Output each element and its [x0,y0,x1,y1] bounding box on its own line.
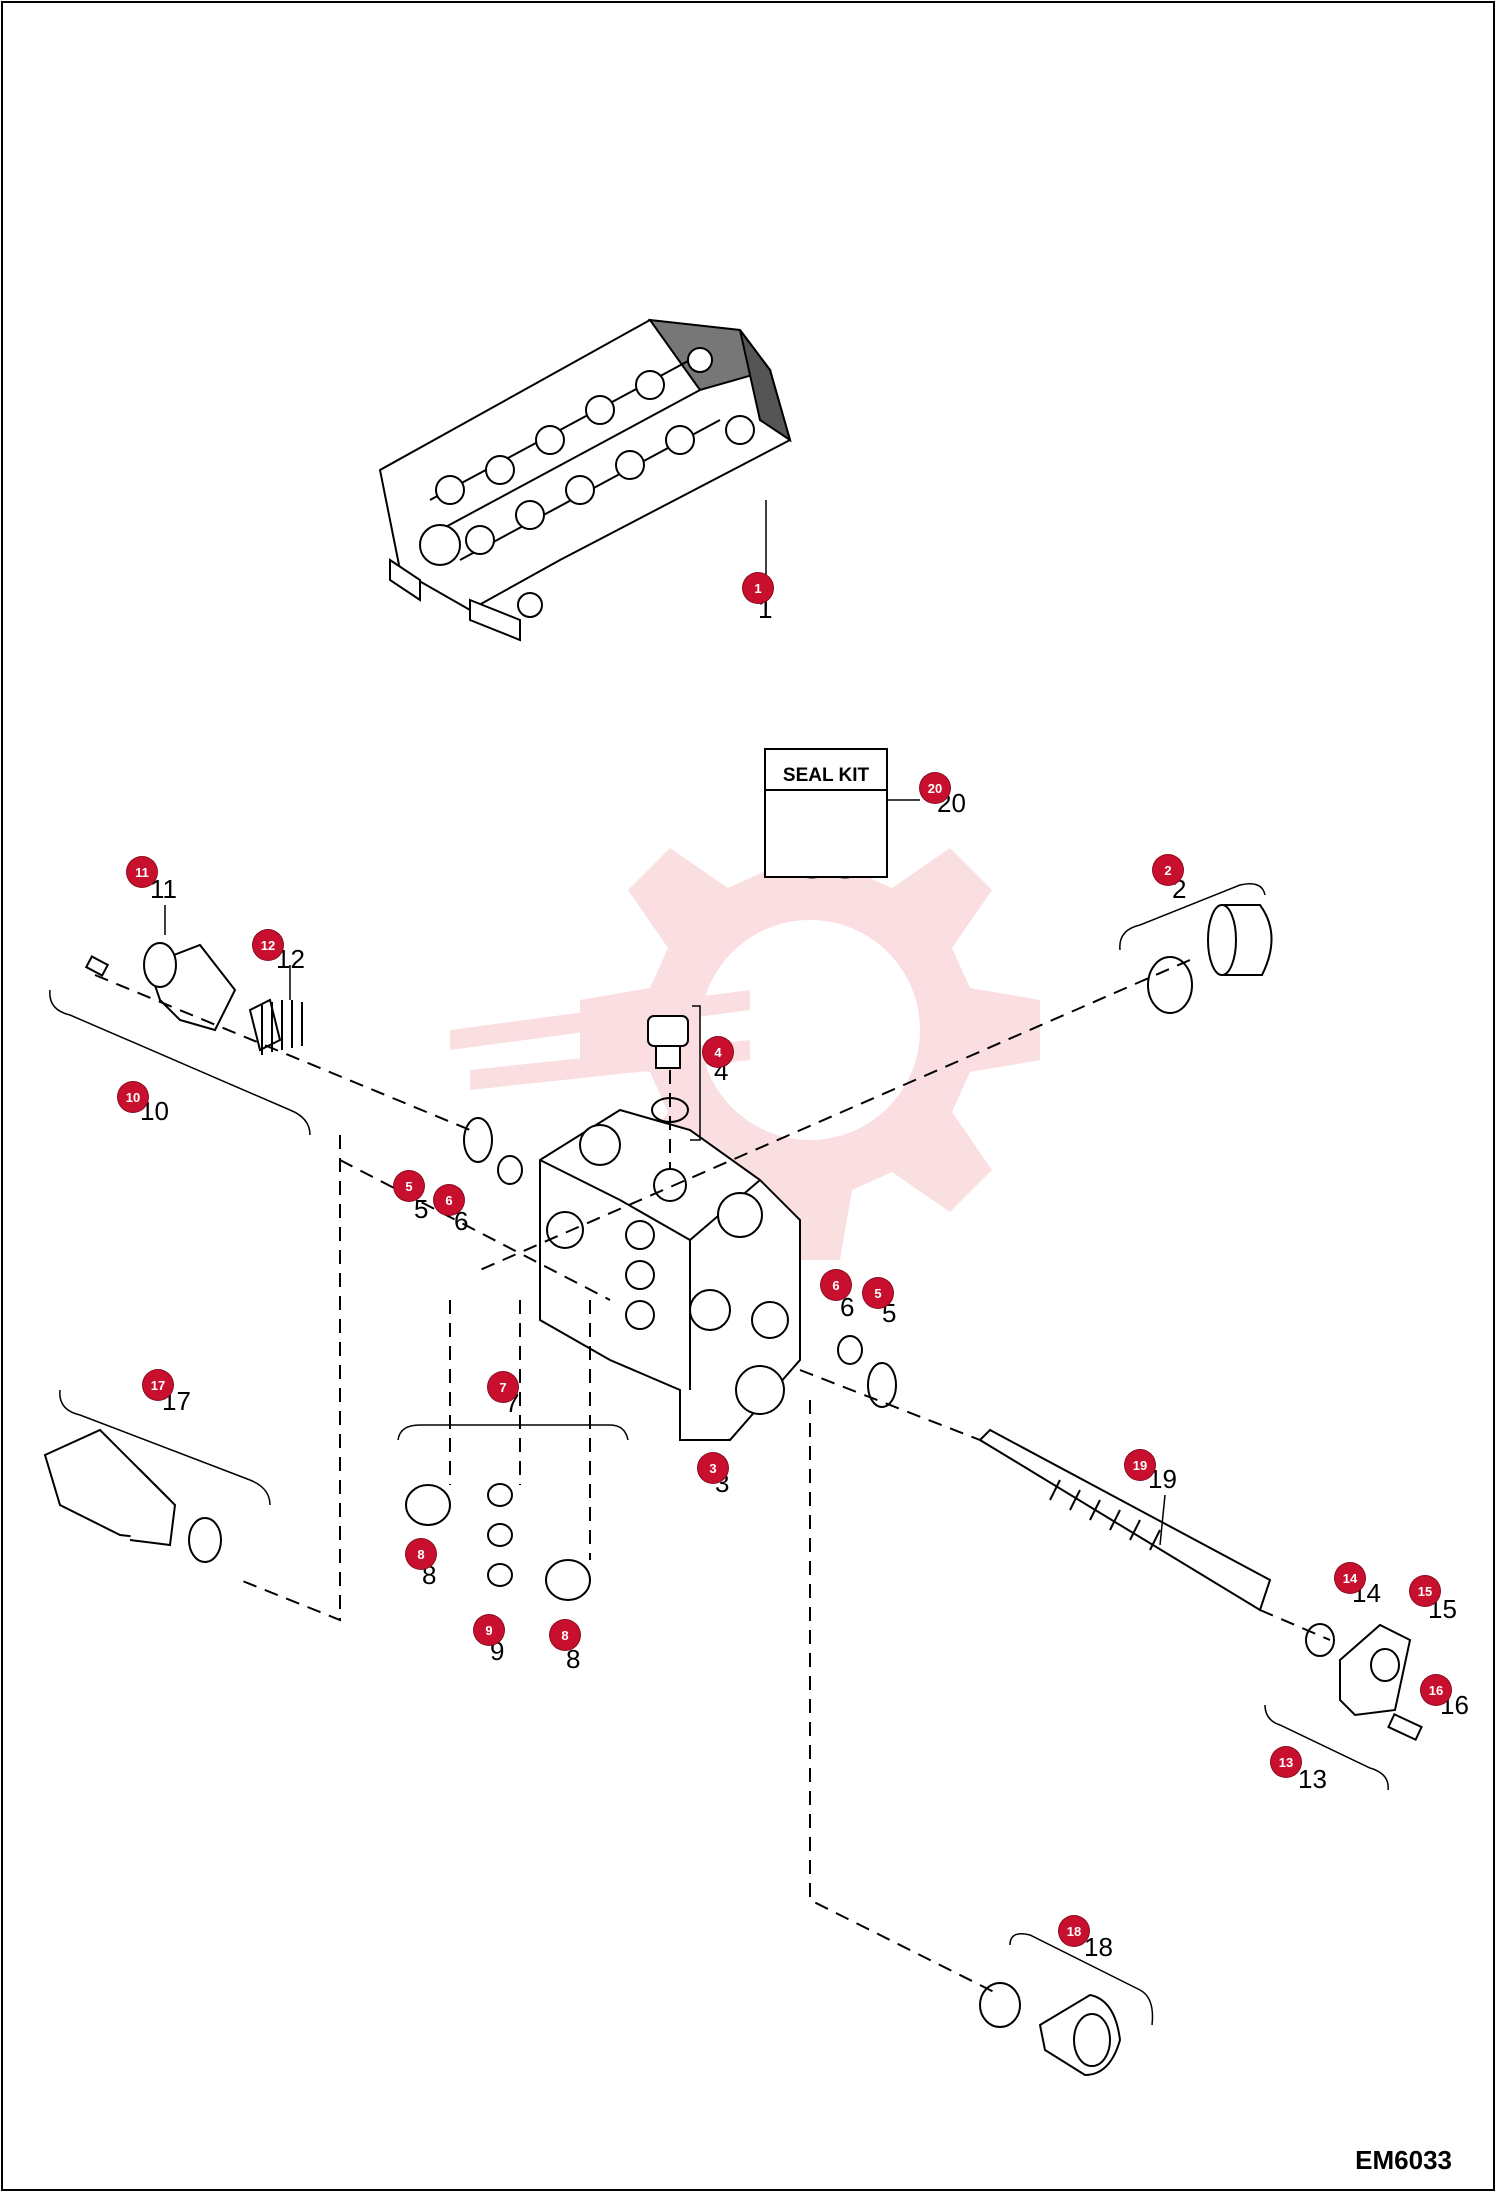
end-plug-2 [1119,883,1273,1014]
callout-c7: 7 [488,1372,518,1402]
callout-c16: 16 [1421,1675,1451,1705]
callout-c13: 13 [1271,1747,1301,1777]
callout-c4: 4 [703,1037,733,1067]
plug-18 [979,1933,1154,2077]
callout-c11: 11 [127,857,157,887]
part-label-l13: 13 [1298,1764,1327,1794]
callout-c6b: 6 [821,1270,851,1300]
callout-c15: 15 [1410,1576,1440,1606]
valve-section-body [539,1108,801,1442]
callout-c10: 10 [118,1082,148,1112]
part-label-l6a: 6 [454,1206,469,1236]
assembly-centre-lines [94,959,1331,1996]
part-label-l18: 18 [1084,1932,1113,1962]
relief-valve-17 [43,1389,271,1563]
part-label-l9: 9 [490,1636,505,1666]
plug-part [647,1005,701,1141]
callout-c5a: 5 [394,1171,424,1201]
seal-kit-box: SEAL KIT [764,748,888,878]
callout-c6a: 6 [434,1185,464,1215]
seals-5-6-7-8-9 [397,1117,897,1601]
callout-c20: 20 [920,773,950,803]
part-label-l5b: 5 [882,1298,897,1328]
control-valve-assembly [378,318,792,642]
callout-c12: 12 [253,930,283,960]
seal-kit-label: SEAL KIT [766,763,886,791]
part-label-l8a: 8 [422,1560,437,1590]
callout-c18: 18 [1059,1916,1089,1946]
callout-c19: 19 [1125,1450,1155,1480]
part-label-l6b: 6 [840,1292,855,1322]
callout-c14: 14 [1335,1563,1365,1593]
callout-c1: 1 [743,573,773,603]
callout-c8a: 8 [406,1539,436,1569]
drawing-code: EM6033 [1355,2145,1452,2175]
spool-cap-13 [1264,1623,1423,1791]
callout-c17: 17 [143,1370,173,1400]
part-label-l11: 11 [150,874,177,904]
callout-c9: 9 [474,1615,504,1645]
callout-c3: 3 [698,1453,728,1483]
callout-c8b: 8 [550,1620,580,1650]
spring-cap-assembly-10 [49,942,311,1136]
callout-c5b: 5 [863,1278,893,1308]
part-label-l8b: 8 [566,1644,581,1674]
spool-19 [978,1428,1272,1612]
leader-lines [164,799,920,1000]
callout-c2: 2 [1153,855,1183,885]
part-label-l5a: 5 [414,1194,429,1224]
